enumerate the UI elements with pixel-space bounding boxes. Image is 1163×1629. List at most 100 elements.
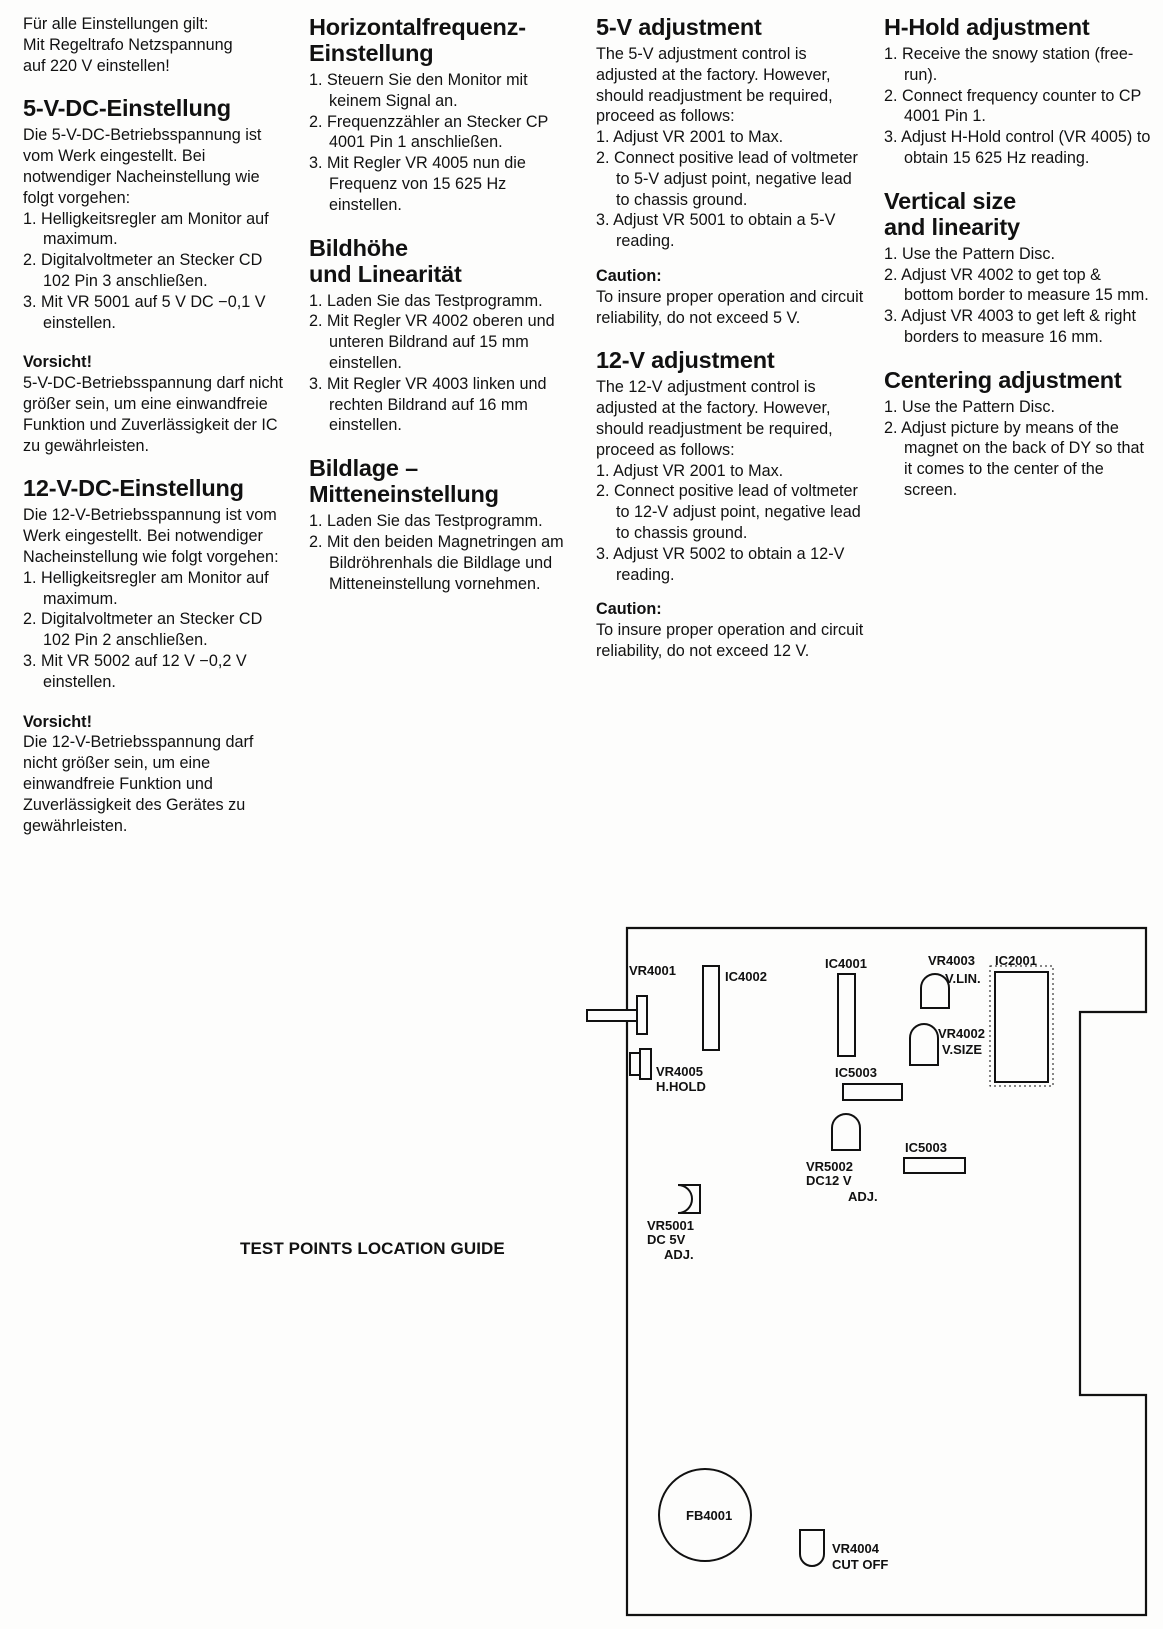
step-item: 1. Helligkeitsregler am Monitor auf maxi…: [23, 568, 269, 608]
section-12v-dc-de: 12-V-DC-Einstellung Die 12-V-Betriebsspa…: [23, 475, 291, 692]
label-vr4002: VR4002: [938, 1026, 985, 1041]
step-item: 2. Frequenzzähler an Stecker CP 4001 Pin…: [309, 112, 549, 152]
caution-12v-en: Caution: To insure proper operation and …: [596, 599, 868, 661]
step-list: 1. Use the Pattern Disc. 2. Adjust VR 40…: [884, 244, 1152, 348]
step-item: 2. Mit den beiden Magnetringen am Bildrö…: [309, 532, 564, 593]
label-ic5003-lower: IC5003: [905, 1140, 947, 1155]
caution-5v-de: Vorsicht! 5-V-DC-Betriebsspannung darf n…: [23, 352, 291, 456]
section-hhold-en: H-Hold adjustment 1. Receive the snowy s…: [884, 14, 1152, 169]
column-german-deflection: Horizontalfrequenz- Einstellung 1. Steue…: [309, 14, 579, 613]
section-heading: Vertical size and linearity: [884, 187, 1020, 240]
section-body: The 12-V adjustment control is adjusted …: [596, 378, 833, 459]
step-item: 2. Mit Regler VR 4002 oberen und unteren…: [309, 312, 555, 372]
label-vr4001: VR4001: [629, 963, 676, 978]
label-vr5002: VR5002: [806, 1159, 853, 1174]
vr4002: [909, 1023, 939, 1066]
step-item: 3. Adjust VR 5001 to obtain a 5-V readin…: [596, 211, 836, 251]
step-item: 1. Steuern Sie den Monitor mit keinem Si…: [309, 71, 528, 110]
step-item: 2. Adjust VR 4002 to get top & bottom bo…: [884, 265, 1149, 305]
step-item: 3. Mit VR 5001 auf 5 V DC −0,1 V einstel…: [23, 292, 266, 332]
section-heading: 12-V-DC-Einstellung: [23, 475, 244, 502]
label-ic4002: IC4002: [725, 969, 767, 984]
step-item: 1. Laden Sie das Testprogramm.: [309, 291, 543, 310]
vr4005-body: [629, 1052, 641, 1076]
step-item: 1. Adjust VR 2001 to Max.: [596, 461, 784, 480]
caution-text: To insure proper operation and circuit r…: [596, 287, 864, 327]
fb4001: [658, 1468, 752, 1562]
step-item: 3. Mit VR 5002 auf 12 V −0,2 V einstelle…: [23, 651, 247, 691]
step-item: 1. Adjust VR 2001 to Max.: [596, 128, 784, 147]
ic4001: [837, 973, 856, 1057]
vr4001-body: [636, 995, 648, 1035]
step-item: 2. Connect positive lead of voltmeter to…: [596, 148, 858, 209]
section-body: The 5-V adjustment control is adjusted a…: [596, 45, 833, 126]
label-cutoff: CUT OFF: [832, 1557, 888, 1572]
label-vr4004: VR4004: [832, 1541, 880, 1556]
section-heading: Bildlage – Mitteneinstellung: [309, 455, 499, 508]
vr4001-shaft: [586, 1009, 640, 1022]
caution-12v-de: Vorsicht! Die 12-V-Betriebsspannung darf…: [23, 712, 291, 837]
ic4002: [702, 965, 720, 1051]
section-hfreq-de: Horizontalfrequenz- Einstellung 1. Steue…: [309, 14, 579, 216]
step-list: 1. Helligkeitsregler am Monitor auf maxi…: [23, 568, 291, 693]
caution-title: Vorsicht!: [23, 712, 92, 731]
caution-text: To insure proper operation and circuit r…: [596, 621, 864, 660]
guide-title: TEST POINTS LOCATION GUIDE: [240, 1239, 505, 1258]
caution-text: 5-V-DC-Betriebsspannung darf nicht größe…: [23, 374, 284, 455]
step-item: 2. Digitalvoltmeter an Stecker CD 102 Pi…: [23, 251, 263, 290]
step-item: 1. Helligkeitsregler am Monitor auf maxi…: [23, 209, 269, 249]
label-ic2001: IC2001: [995, 953, 1037, 968]
label-vr5001: VR5001: [647, 1218, 694, 1233]
step-item: 1. Use the Pattern Disc.: [884, 397, 1055, 416]
step-item: 1. Use the Pattern Disc.: [884, 244, 1055, 263]
step-list: 1. Laden Sie das Testprogramm. 2. Mit Re…: [309, 291, 579, 437]
section-heading: Centering adjustment: [884, 366, 1122, 393]
step-item: 3. Adjust VR 5002 to obtain a 12-V readi…: [596, 544, 845, 584]
step-list: 1. Helligkeitsregler am Monitor auf maxi…: [23, 209, 291, 334]
section-body: Die 5-V-DC-Betriebsspannung ist vom Werk…: [23, 126, 262, 207]
ic2001: [994, 971, 1049, 1083]
step-item: 2. Connect frequency counter to CP 4001 …: [884, 86, 1142, 126]
step-list: 1. Adjust VR 2001 to Max. 2. Connect pos…: [596, 461, 868, 586]
step-item: 3. Mit Regler VR 4003 linken und rechten…: [309, 374, 547, 435]
step-item: 3. Mit Regler VR 4005 nun die Frequenz v…: [309, 154, 526, 214]
section-heading: 12-V adjustment: [596, 347, 775, 374]
pcb-outline: [625, 926, 1148, 1617]
label-hhold: H.HOLD: [656, 1079, 706, 1094]
label-dc5v: DC 5V: [647, 1232, 686, 1247]
step-item: 3. Adjust H-Hold control (VR 4005) to ob…: [884, 128, 1151, 167]
step-item: 1. Receive the snowy station (free-run).: [884, 45, 1134, 84]
section-centering-en: Centering adjustment 1. Use the Pattern …: [884, 367, 1152, 501]
ic5003-lower: [903, 1157, 966, 1174]
section-bildhoehe-de: Bildhöhe und Linearität 1. Laden Sie das…: [309, 235, 579, 437]
ic2001-outline: [989, 965, 1054, 1087]
column-english-dc: 5-V adjustment The 5-V adjustment contro…: [596, 14, 868, 681]
section-5v-en: 5-V adjustment The 5-V adjustment contro…: [596, 14, 868, 252]
label-vr4003: VR4003: [928, 953, 975, 968]
section-heading: 5-V-DC-Einstellung: [23, 95, 231, 122]
step-item: 2. Adjust picture by means of the magnet…: [884, 418, 1144, 499]
section-heading: Bildhöhe und Linearität: [309, 234, 462, 287]
step-item: 2. Digitalvoltmeter an Stecker CD 102 Pi…: [23, 610, 263, 650]
step-list: 1. Steuern Sie den Monitor mit keinem Si…: [309, 70, 579, 216]
label-ic4001: IC4001: [825, 956, 867, 971]
step-item: 1. Laden Sie das Testprogramm.: [309, 512, 543, 531]
label-vlin: V.LIN.: [945, 971, 981, 986]
label-adj-12: ADJ.: [848, 1189, 878, 1204]
caution-text: Die 12-V-Betriebsspannung darf nicht grö…: [23, 733, 254, 835]
step-list: 1. Use the Pattern Disc. 2. Adjust pictu…: [884, 397, 1152, 501]
section-bildlage-de: Bildlage – Mitteneinstellung 1. Laden Si…: [309, 455, 579, 594]
vr5002: [831, 1113, 861, 1151]
section-vsize-en: Vertical size and linearity 1. Use the P…: [884, 188, 1152, 348]
caution-title: Vorsicht!: [23, 353, 92, 372]
ic5003-upper: [842, 1083, 903, 1101]
vr4003: [920, 973, 950, 1009]
caution-title: Caution:: [596, 266, 662, 285]
label-ic5003-upper: IC5003: [835, 1065, 877, 1080]
section-12v-en: 12-V adjustment The 12-V adjustment cont…: [596, 347, 868, 585]
label-vsize: V.SIZE: [942, 1042, 982, 1057]
section-heading: H-Hold adjustment: [884, 14, 1090, 40]
column-english-deflection: H-Hold adjustment 1. Receive the snowy s…: [884, 14, 1152, 520]
section-heading: Horizontalfrequenz- Einstellung: [309, 14, 526, 66]
